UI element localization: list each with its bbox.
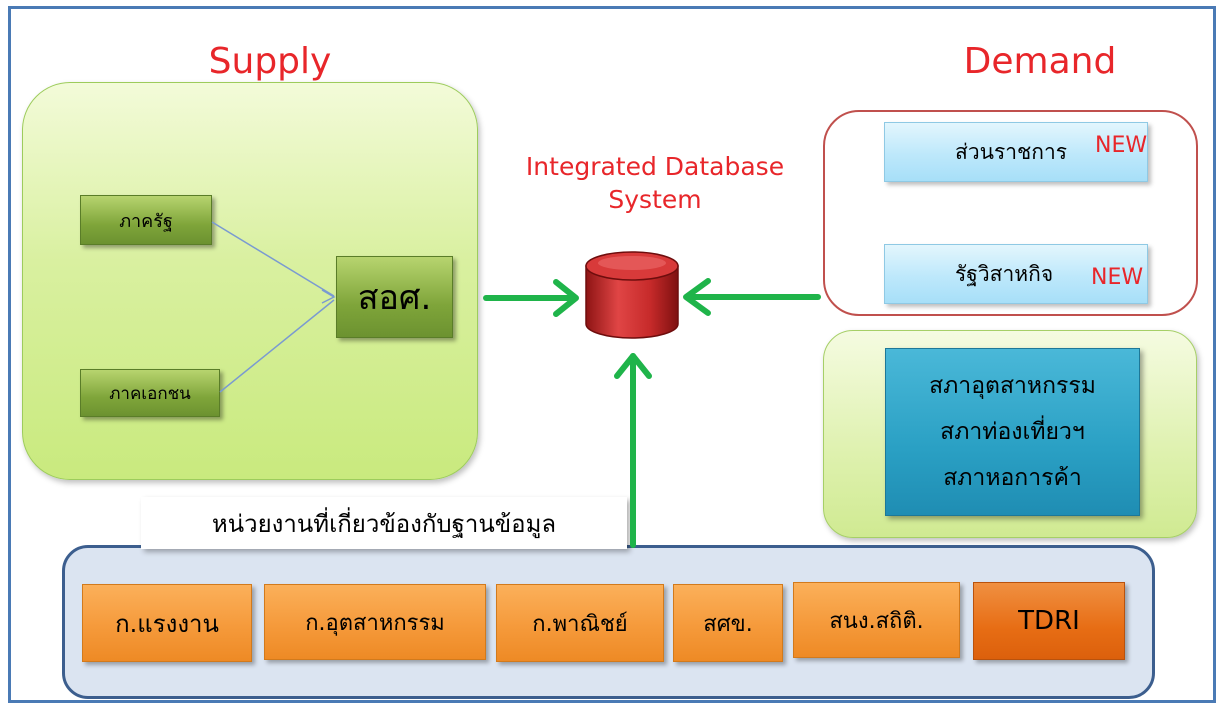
agency-statistics-office: สนง.สถิติ.	[793, 582, 960, 658]
outer-frame	[8, 6, 1216, 703]
database-title: Integrated Database System	[490, 150, 820, 216]
database-icon	[585, 251, 679, 339]
supply-arrowhead	[553, 279, 579, 317]
related-agencies-label: หน่วยงานที่เกี่ยวข้องกับฐานข้อมูล	[141, 497, 627, 549]
associations-box: สภาอุตสาหกรรม สภาท่องเที่ยวฯ สภาหอการค้า	[885, 348, 1140, 516]
supply-heading: Supply	[208, 41, 332, 82]
association-item: สภาหอการค้า	[943, 465, 1082, 491]
agency-ministry-of-commerce: ก.พาณิชย์	[496, 584, 664, 662]
association-item: สภาท่องเที่ยวฯ	[940, 419, 1085, 445]
private-sector-box: ภาคเอกชน	[80, 369, 220, 417]
agency-tdri: TDRI	[973, 582, 1125, 660]
state-enterprise-box: รัฐวิสาหกิจ NEW	[884, 244, 1148, 304]
public-to-hub-line	[211, 221, 335, 297]
state-enterprise-label: รัฐวิสาหกิจ	[955, 261, 1054, 286]
agency-ministry-of-labour: ก.แรงงาน	[82, 584, 252, 662]
government-agency-box: ส่วนราชการ NEW	[884, 122, 1148, 182]
association-item: สภาอุตสาหกรรม	[929, 373, 1096, 399]
government-agency-label: ส่วนราชการ	[955, 139, 1068, 164]
agencies-arrowhead	[614, 353, 652, 379]
new-tag: NEW	[1095, 133, 1148, 158]
demand-heading: Demand	[963, 41, 1117, 82]
private-to-hub-line	[219, 299, 335, 393]
vocational-education-hub-box: สอศ.	[336, 256, 453, 338]
database-title-line2: System	[608, 185, 702, 214]
hub-arrowhead	[321, 289, 336, 304]
public-sector-box: ภาครัฐ	[80, 195, 212, 245]
demand-arrowhead	[683, 278, 711, 316]
agency-ministry-of-industry: ก.อุตสาหกรรม	[264, 584, 486, 660]
new-tag: NEW	[1091, 265, 1144, 290]
database-title-line1: Integrated Database	[525, 152, 785, 181]
agency-economic-office: สศข.	[673, 584, 783, 662]
